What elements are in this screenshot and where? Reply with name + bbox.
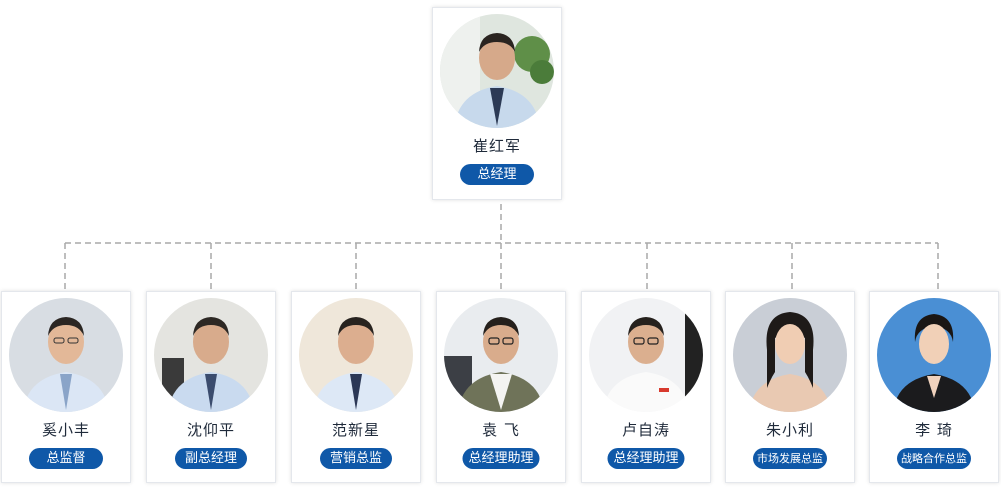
- staff-card-6: 朱小利 市场发展总监: [725, 291, 855, 483]
- staff-card-4: 袁 飞 总经理助理: [436, 291, 566, 483]
- person-photo-icon: [9, 298, 123, 412]
- person-photo-icon: [444, 298, 558, 412]
- person-photo-icon: [299, 298, 413, 412]
- general-manager-card: 崔红军 总经理: [432, 7, 562, 200]
- staff-name-4: 袁 飞: [482, 421, 520, 439]
- person-photo-icon: [154, 298, 268, 412]
- staff-name-7: 李 琦: [915, 421, 953, 439]
- person-photo-icon: [589, 298, 703, 412]
- staff-role-badge-7: 战略合作总监: [897, 448, 971, 469]
- general-manager-name: 崔红军: [472, 137, 521, 155]
- staff-card-7: 李 琦 战略合作总监: [869, 291, 999, 483]
- staff-card-5: 卢自涛 总经理助理: [581, 291, 711, 483]
- staff-card-3: 范新星 营销总监: [291, 291, 421, 483]
- staff-card-1: 奚小丰 总监督: [1, 291, 131, 483]
- staff-role-badge-3: 营销总监: [320, 448, 392, 469]
- staff-name-1: 奚小丰: [41, 421, 90, 439]
- person-photo-icon: [877, 298, 991, 412]
- staff-role-badge-1: 总监督: [29, 448, 103, 469]
- staff-role-badge-4: 总经理助理: [462, 448, 540, 469]
- person-photo-icon: [733, 298, 847, 412]
- staff-name-2: 沈仰平: [186, 421, 235, 439]
- staff-role-badge-2: 副总经理: [175, 448, 247, 469]
- staff-role-badge-6: 市场发展总监: [753, 448, 827, 469]
- general-manager-role-badge: 总经理: [460, 164, 534, 185]
- staff-role-badge-5: 总经理助理: [607, 448, 685, 469]
- person-photo-icon: [440, 14, 554, 128]
- staff-name-6: 朱小利: [765, 421, 814, 439]
- staff-name-5: 卢自涛: [621, 421, 670, 439]
- staff-name-3: 范新星: [331, 421, 380, 439]
- staff-card-2: 沈仰平 副总经理: [146, 291, 276, 483]
